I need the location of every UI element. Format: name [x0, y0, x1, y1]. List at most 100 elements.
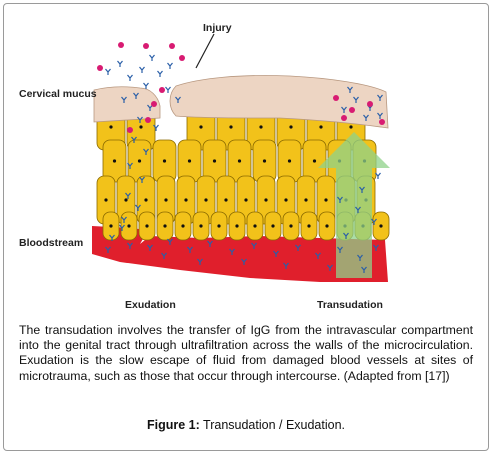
antibody-marker [295, 244, 301, 251]
antibody-marker [153, 124, 159, 131]
antibody-marker [127, 162, 133, 169]
antibody-marker [341, 106, 347, 113]
antibody-marker [167, 238, 173, 245]
figure-title-text: Transudation / Exudation. [199, 418, 346, 432]
particle-marker [341, 115, 347, 121]
antibody-marker [125, 192, 131, 199]
cell-nucleus [262, 159, 267, 163]
antibody-marker [357, 254, 363, 261]
cell-nucleus [284, 198, 288, 202]
antibody-marker [347, 86, 353, 93]
cell-nucleus [229, 125, 233, 129]
cell-nucleus [253, 224, 257, 228]
figure-title: Figure 1: Transudation / Exudation. [0, 418, 492, 432]
cell-nucleus [109, 224, 113, 228]
antibody-marker [375, 172, 381, 179]
antibody-marker [121, 96, 127, 103]
cell-nucleus [144, 198, 148, 202]
antibody-marker [377, 94, 383, 101]
cell-nucleus [181, 224, 185, 228]
antibody-marker [283, 262, 289, 269]
antibody-marker [355, 206, 361, 213]
particle-marker [159, 87, 165, 93]
antibody-marker [175, 96, 181, 103]
cell-nucleus [127, 224, 131, 228]
cell-nucleus [162, 159, 167, 163]
antibody-marker [121, 216, 127, 223]
cell-nucleus [139, 125, 143, 129]
particle-marker [367, 101, 373, 107]
antibody-marker [131, 136, 137, 143]
cell-nucleus [312, 159, 317, 163]
particle-marker [127, 127, 133, 133]
transudation-arrow [318, 132, 390, 278]
antibody-marker [149, 54, 155, 61]
cell-nucleus [204, 198, 208, 202]
cell-nucleus [271, 224, 275, 228]
antibody-marker [251, 242, 257, 249]
antibody-marker [137, 116, 143, 123]
antibody-marker [167, 62, 173, 69]
particle-marker [169, 43, 175, 49]
antibody-marker [143, 82, 149, 89]
cell-nucleus [199, 224, 203, 228]
cell-nucleus [379, 224, 383, 228]
cell-nucleus [244, 198, 248, 202]
antibody-marker [187, 246, 193, 253]
cell-nucleus [137, 159, 142, 163]
antibody-marker [337, 196, 343, 203]
antibody-marker [147, 244, 153, 251]
antibody-marker [119, 224, 125, 231]
cell-nucleus [307, 224, 311, 228]
cell-nucleus [325, 224, 329, 228]
particle-marker [179, 55, 185, 61]
antibody-marker [165, 86, 171, 93]
transudation-label: Transudation [317, 299, 383, 311]
cell-nucleus [224, 198, 228, 202]
antibody-marker [207, 240, 213, 247]
antibody-markers [105, 54, 383, 273]
cell-nucleus [164, 198, 168, 202]
antibody-marker [161, 252, 167, 259]
antibody-marker [315, 252, 321, 259]
antibody-marker [127, 242, 133, 249]
antibody-marker [229, 248, 235, 255]
cell-nucleus [289, 125, 293, 129]
antibody-marker [197, 258, 203, 265]
antibody-marker [273, 250, 279, 257]
antibody-marker [139, 66, 145, 73]
cell-nucleus [109, 125, 113, 129]
cell-nucleus [145, 224, 149, 228]
cell-nucleus [184, 198, 188, 202]
cervical-mucus-label: Cervical mucus [19, 88, 97, 100]
cell-nucleus [199, 125, 203, 129]
cell-nucleus [304, 198, 308, 202]
particle-marker [349, 107, 355, 113]
particle-marker [151, 101, 157, 107]
antibody-marker [133, 92, 139, 99]
cell-nucleus [112, 159, 117, 163]
cell-nucleus [237, 159, 242, 163]
cell-nucleus [235, 224, 239, 228]
figure-caption: The transudation involves the transfer o… [19, 323, 473, 383]
particle-marker [97, 65, 103, 71]
particle-markers [97, 42, 385, 133]
antibody-marker [371, 218, 377, 225]
antibody-marker [363, 114, 369, 121]
antibody-marker [327, 264, 333, 271]
antibody-marker [241, 258, 247, 265]
cervical-mucus-band-right [169, 75, 389, 129]
antibody-marker [373, 244, 379, 251]
cervical-mucus-band [93, 86, 161, 123]
antibody-marker [359, 186, 365, 193]
cell-nucleus [217, 224, 221, 228]
antibody-marker [143, 148, 149, 155]
antibody-marker [337, 246, 343, 253]
antibody-marker [105, 68, 111, 75]
cell-nucleus [124, 198, 128, 202]
cell-nucleus [259, 125, 263, 129]
cell-nucleus [324, 198, 328, 202]
antibody-marker [361, 266, 367, 273]
cell-nucleus [349, 125, 353, 129]
transudation-exudation-diagram [92, 42, 390, 282]
